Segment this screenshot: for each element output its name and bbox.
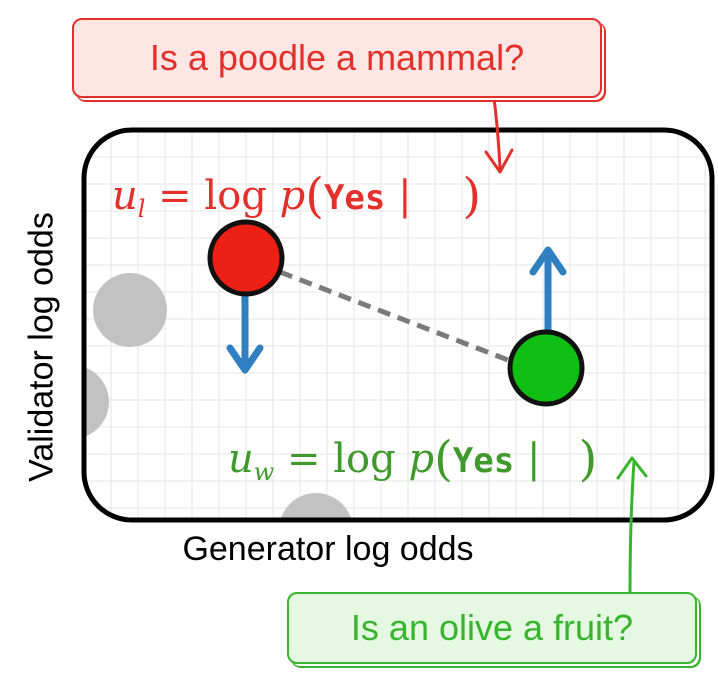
loser-point xyxy=(207,219,285,297)
formula-subscript: l xyxy=(137,195,146,223)
y-axis-label: Validator log odds xyxy=(22,212,61,482)
formula-var: u xyxy=(228,436,254,482)
formula-p: p xyxy=(408,436,435,482)
gray-dot xyxy=(279,493,353,520)
formula-open-paren: ( xyxy=(305,168,324,224)
x-axis-label: Generator log odds xyxy=(182,530,474,568)
formula-var: u xyxy=(112,173,138,219)
formula-yes: Yes xyxy=(452,441,515,481)
question-callout-olive: Is an olive a fruit? xyxy=(287,592,697,664)
red-pointer-arrow xyxy=(484,96,514,174)
formula-yes: Yes xyxy=(323,178,386,218)
formula-winner: uw = log p(Yes | ) xyxy=(228,435,597,484)
up-arrow-icon xyxy=(529,246,567,338)
formula-open-paren: ( xyxy=(434,431,453,487)
grid-area xyxy=(84,130,712,520)
question-callout-poodle: Is a poodle a mammal? xyxy=(72,18,602,98)
formula-loser: ul = log p(Yes | ) xyxy=(112,172,481,221)
down-arrow-icon xyxy=(226,286,264,374)
formula-close-paren: ) xyxy=(578,431,598,487)
formula-close-paren: ) xyxy=(462,168,482,224)
plot-frame xyxy=(81,127,715,523)
formula-bar: | xyxy=(398,173,412,219)
formula-subscript: w xyxy=(253,458,275,486)
formula-p: p xyxy=(279,173,306,219)
winner-point xyxy=(507,329,585,407)
formula-bar: | xyxy=(526,436,541,482)
grid-lines xyxy=(84,130,712,520)
question-text: Is a poodle a mammal? xyxy=(149,37,525,78)
question-text: Is an olive a fruit? xyxy=(350,607,634,648)
green-pointer-arrow xyxy=(616,456,648,594)
formula-eq: = log xyxy=(274,436,409,482)
gray-dot xyxy=(84,365,109,439)
formula-eq: = log xyxy=(145,173,280,219)
gray-dot xyxy=(93,273,167,347)
